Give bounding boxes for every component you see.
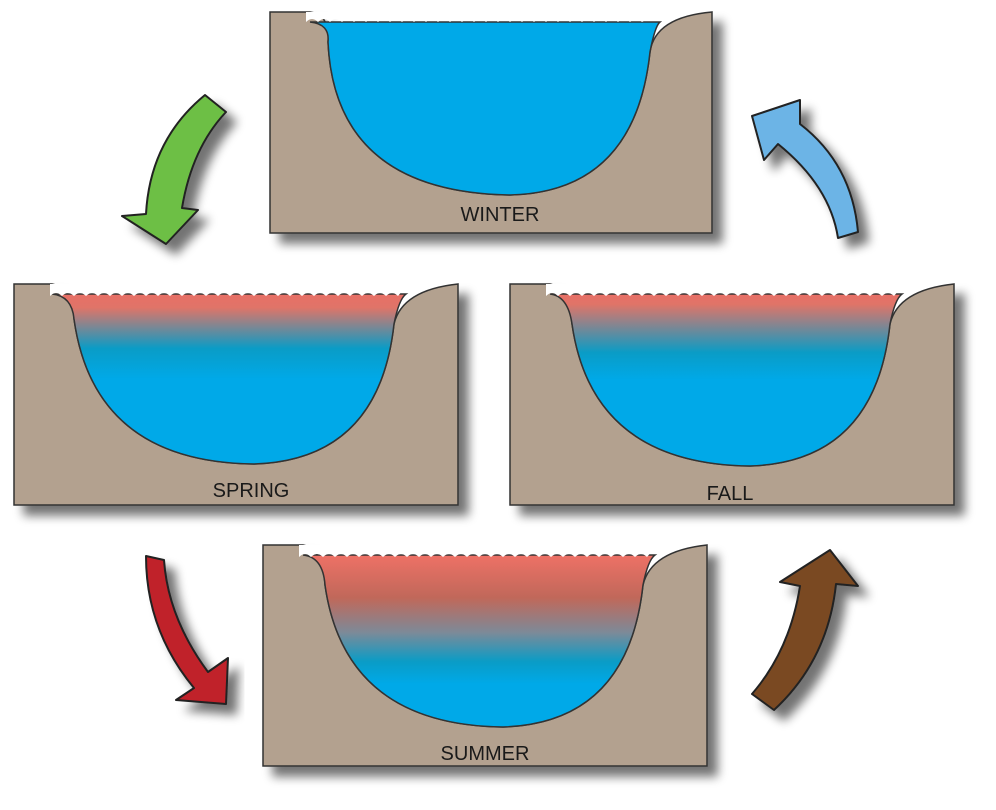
summer-water-surface xyxy=(299,545,657,557)
arrow-spring-to-summer xyxy=(145,555,229,705)
summer-panel: SUMMER xyxy=(262,544,708,767)
green-arrow-icon xyxy=(121,94,227,245)
winter-label: WINTER xyxy=(461,204,540,226)
spring-water xyxy=(51,293,409,465)
winter-water xyxy=(309,21,663,196)
winter-water-surface xyxy=(306,12,660,22)
fall-panel: FALL xyxy=(509,283,955,506)
arrow-summer-to-fall xyxy=(751,549,859,711)
fall-water-surface xyxy=(546,284,904,296)
arrow-fall-to-winter xyxy=(751,99,859,239)
fall-label: FALL xyxy=(707,483,754,505)
blue-arrow-icon xyxy=(751,99,859,239)
red-arrow-icon xyxy=(145,555,229,705)
winter-panel: WINTER xyxy=(269,11,713,234)
arrow-winter-to-spring xyxy=(121,94,227,245)
summer-water xyxy=(302,554,658,728)
summer-label: SUMMER xyxy=(441,743,530,765)
spring-panel: SPRING xyxy=(13,283,459,506)
spring-label: SPRING xyxy=(213,480,290,502)
spring-water-surface xyxy=(50,284,408,296)
fall-water xyxy=(549,293,905,467)
brown-arrow-icon xyxy=(751,549,859,711)
